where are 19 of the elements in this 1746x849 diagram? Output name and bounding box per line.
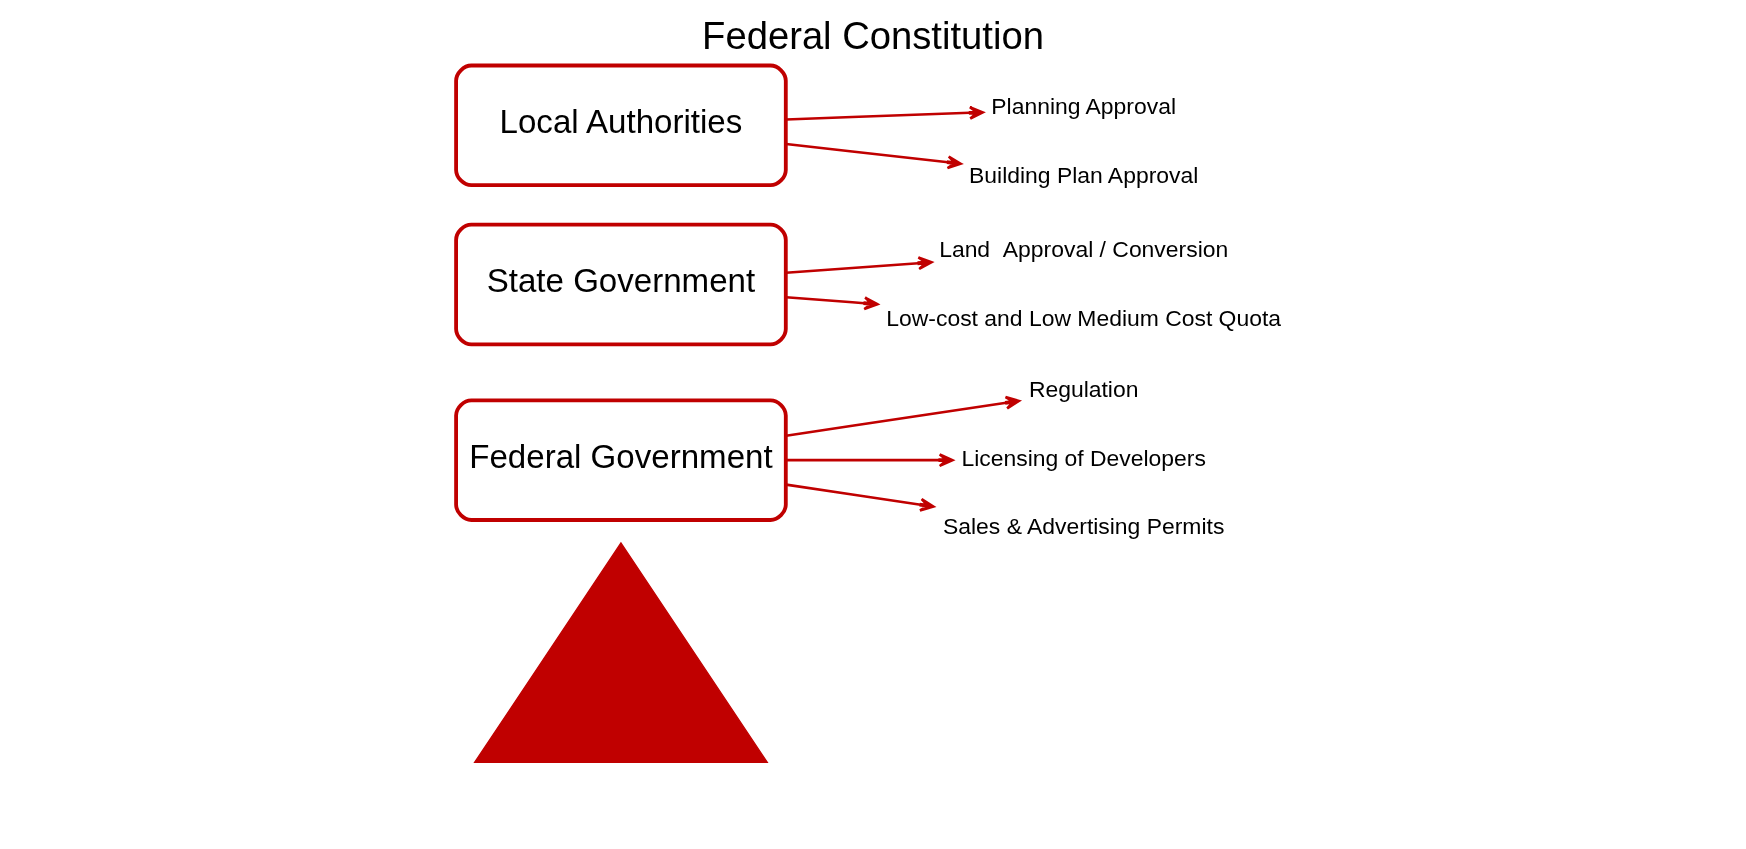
node-text: Building Plan Approval [969, 162, 1199, 189]
node-text: Regulation [1028, 376, 1139, 402]
node-triangle [473, 541, 769, 764]
arrow [785, 483, 935, 512]
node-text: Low-cost and Low Medium Cost Quota [886, 304, 1282, 331]
node-box: Federal Government [454, 398, 788, 522]
arrow [786, 105, 985, 121]
node-text: Sales & Advertising Permits [943, 513, 1225, 540]
node-box: State Government [454, 222, 788, 347]
node-text: Licensing of Developers [961, 444, 1206, 471]
arrow [786, 453, 954, 468]
arrow [785, 142, 963, 170]
node-text: Planning Approval [991, 93, 1177, 120]
diagram-title: Federal Constitution [702, 13, 1044, 57]
arrow [785, 295, 879, 311]
node-text: Land Approval / Conversion [939, 235, 1229, 262]
arrow [785, 395, 1021, 437]
node-box: Local Authorities [454, 63, 788, 188]
arrow [786, 256, 933, 274]
